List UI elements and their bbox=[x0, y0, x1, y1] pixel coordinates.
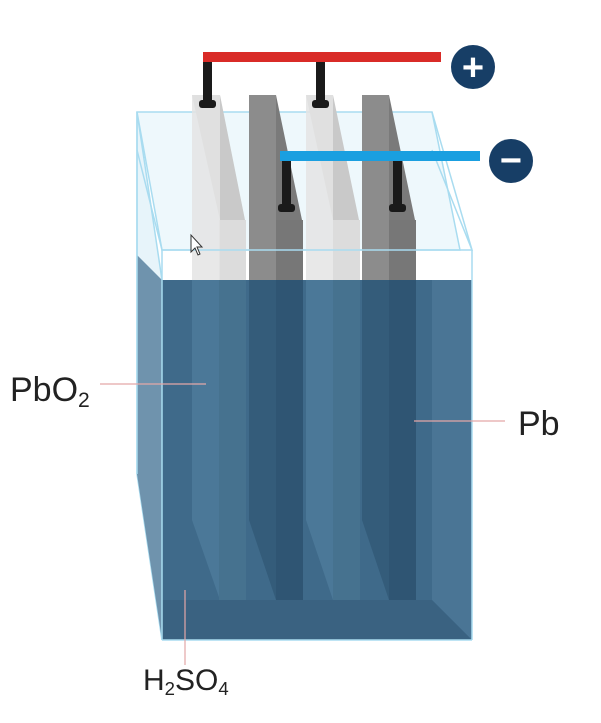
electrolyte-right-shade bbox=[432, 280, 472, 640]
tank-outline bbox=[136, 111, 474, 641]
negative-bus-bar bbox=[280, 151, 480, 161]
positive-terminal: + bbox=[451, 45, 495, 89]
cursor-icon bbox=[190, 233, 204, 256]
pbo2-label: PbO2 bbox=[10, 371, 90, 412]
electrolyte-left-face bbox=[137, 255, 162, 640]
plus-icon-badge bbox=[451, 45, 495, 89]
h2so4-label: H2SO4 bbox=[143, 664, 229, 700]
minus-icon-badge bbox=[489, 139, 533, 183]
terminal-posts bbox=[199, 58, 406, 212]
positive-bus-bar bbox=[203, 52, 441, 62]
leader-lines bbox=[100, 383, 505, 665]
electrolyte-bottom-shade bbox=[162, 600, 472, 640]
minus-icon: − bbox=[500, 140, 522, 182]
positive-plate-1 bbox=[192, 95, 246, 600]
plus-icon: + bbox=[462, 47, 484, 89]
negative-terminal: − bbox=[489, 139, 533, 183]
pb-label: Pb bbox=[518, 405, 560, 443]
